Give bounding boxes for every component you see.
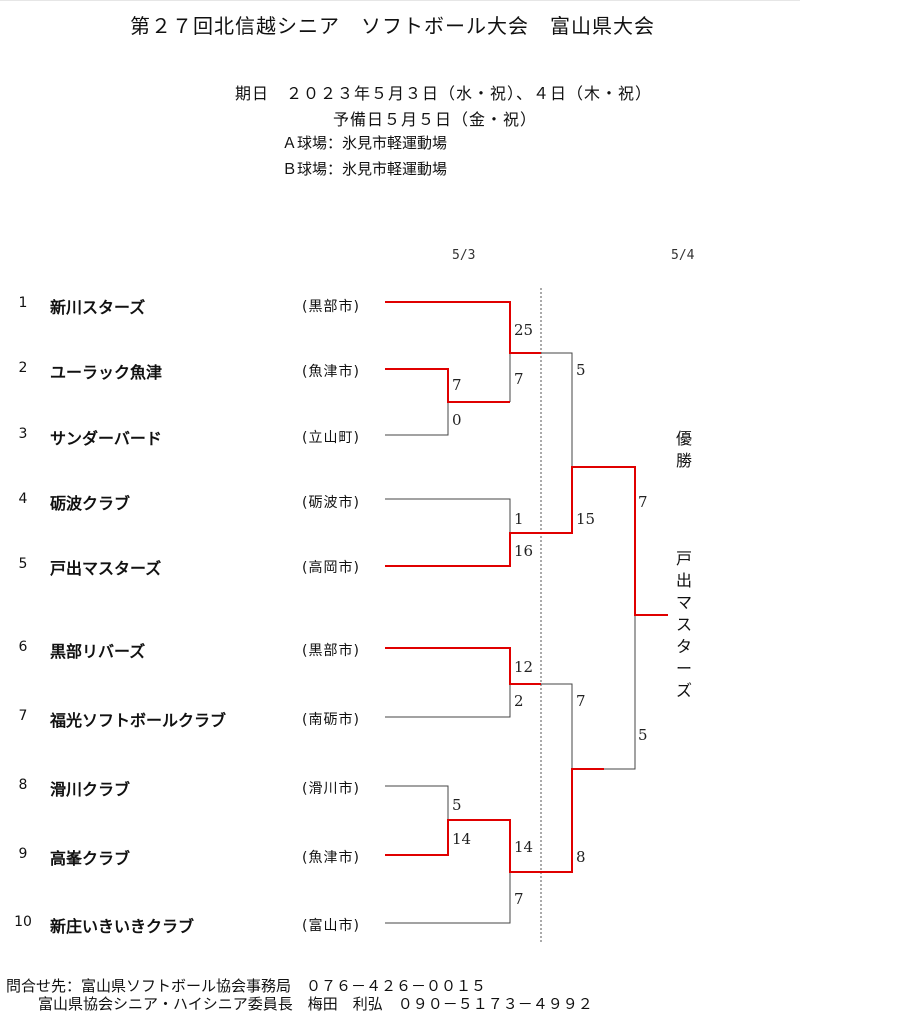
score: 7 <box>514 370 524 388</box>
bracket-line-loser <box>541 683 573 769</box>
team-number: 5 <box>18 556 28 572</box>
team-city: (滑川市) <box>302 781 360 797</box>
team-city: (富山市) <box>302 918 360 934</box>
team-city: (高岡市) <box>302 560 360 576</box>
score: 7 <box>452 376 462 394</box>
team-number: 7 <box>18 708 28 724</box>
score: 25 <box>514 321 534 339</box>
bracket-line-winner <box>385 368 510 403</box>
contact-line-2: 富山県協会シニア・ハイシニア委員長 梅田 利弘 ０９０－５１７３－４９９２ <box>38 995 593 1013</box>
team-name: 新庄いきいきクラブ <box>50 917 195 936</box>
team-city: (黒部市) <box>302 299 360 315</box>
score: 8 <box>576 848 586 866</box>
score: 12 <box>514 658 534 676</box>
team-city: (南砺市) <box>302 712 360 728</box>
round-day2-label: 5/4 <box>671 248 695 263</box>
team-name: 福光ソフトボールクラブ <box>50 711 227 730</box>
team-name: ユーラック魚津 <box>50 363 163 382</box>
team-number: 2 <box>18 360 28 376</box>
team-number: 3 <box>18 426 28 442</box>
team-number: 6 <box>18 639 28 655</box>
score: 5 <box>638 726 648 744</box>
score: 1 <box>514 510 524 528</box>
team-city: (魚津市) <box>302 364 360 380</box>
team-name: 砺波クラブ <box>50 494 131 513</box>
team-name: サンダーバード <box>50 429 162 448</box>
bracket-line-winner <box>385 466 668 616</box>
score: 2 <box>514 692 524 710</box>
champion-heading: 優勝 <box>676 429 693 470</box>
reserve-date: 予備日５月５日（金・祝） <box>333 110 538 129</box>
bracket-line-loser <box>385 785 449 820</box>
team-name: 滑川クラブ <box>50 780 131 799</box>
field-b: Ｂ球場：氷見市軽運動場 <box>282 160 448 178</box>
top-border <box>0 0 800 1</box>
team-name: 新川スターズ <box>50 298 146 317</box>
score: 16 <box>514 542 534 560</box>
score: 5 <box>576 361 586 379</box>
team-number: 10 <box>14 914 32 930</box>
team-number: 8 <box>18 777 28 793</box>
bracket-line-loser <box>385 872 511 924</box>
team-name: 高峯クラブ <box>50 849 131 868</box>
team-name: 戸出マスターズ <box>50 559 162 578</box>
score: 0 <box>452 411 462 429</box>
event-dates: 期日 ２０２３年５月３日（水・祝）、４日（木・祝） <box>235 84 653 103</box>
score: 7 <box>576 692 586 710</box>
page-title: 第２７回北信越シニア ソフトボール大会 富山県大会 <box>130 14 655 38</box>
score: 14 <box>514 838 534 856</box>
score: 7 <box>638 493 648 511</box>
champion-name: 戸出マスターズ <box>676 549 693 700</box>
team-city: (立山町) <box>302 430 360 446</box>
score: 14 <box>452 830 472 848</box>
score: 7 <box>514 890 524 908</box>
team-city: (魚津市) <box>302 850 360 866</box>
team-city: (黒部市) <box>302 643 360 659</box>
bracket-line-loser <box>385 498 511 533</box>
bracket-line-winner <box>385 647 541 685</box>
score: 5 <box>452 796 462 814</box>
bracket-line-loser <box>385 402 449 436</box>
bracket-line-loser <box>604 615 636 770</box>
team-number: 1 <box>18 295 28 311</box>
contact-line-1: 問合せ先：富山県ソフトボール協会事務局 ０７６－４２６－００１５ <box>6 977 487 995</box>
team-name: 黒部リバーズ <box>50 642 146 661</box>
bracket-line-winner <box>385 768 604 873</box>
field-a: Ａ球場：氷見市軽運動場 <box>282 134 448 152</box>
score: 15 <box>576 510 596 528</box>
round-day1-label: 5/3 <box>452 248 476 263</box>
bracket-line-loser <box>541 352 573 467</box>
team-city: (砺波市) <box>302 495 360 511</box>
bracket-line-winner <box>385 301 541 354</box>
team-number: 4 <box>18 491 28 507</box>
bracket-line-loser <box>385 684 511 718</box>
team-number: 9 <box>18 846 28 862</box>
